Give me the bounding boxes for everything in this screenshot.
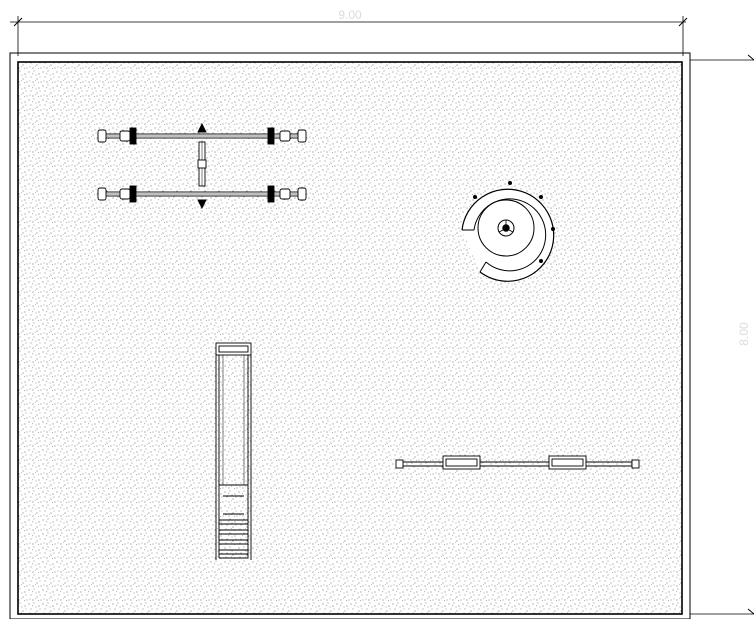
double-swing-set [97, 122, 307, 210]
width-dimension: 9.00 [10, 8, 688, 56]
height-dimension: 8.00 [690, 54, 754, 615]
outer-border [9, 52, 691, 619]
seesaw [395, 455, 640, 470]
height-dimension-label: 8.00 [737, 322, 751, 346]
spiral-slide [461, 181, 555, 282]
width-dimension-label: 9.00 [338, 8, 362, 22]
sand-area [17, 61, 683, 615]
straight-slide [215, 342, 252, 560]
